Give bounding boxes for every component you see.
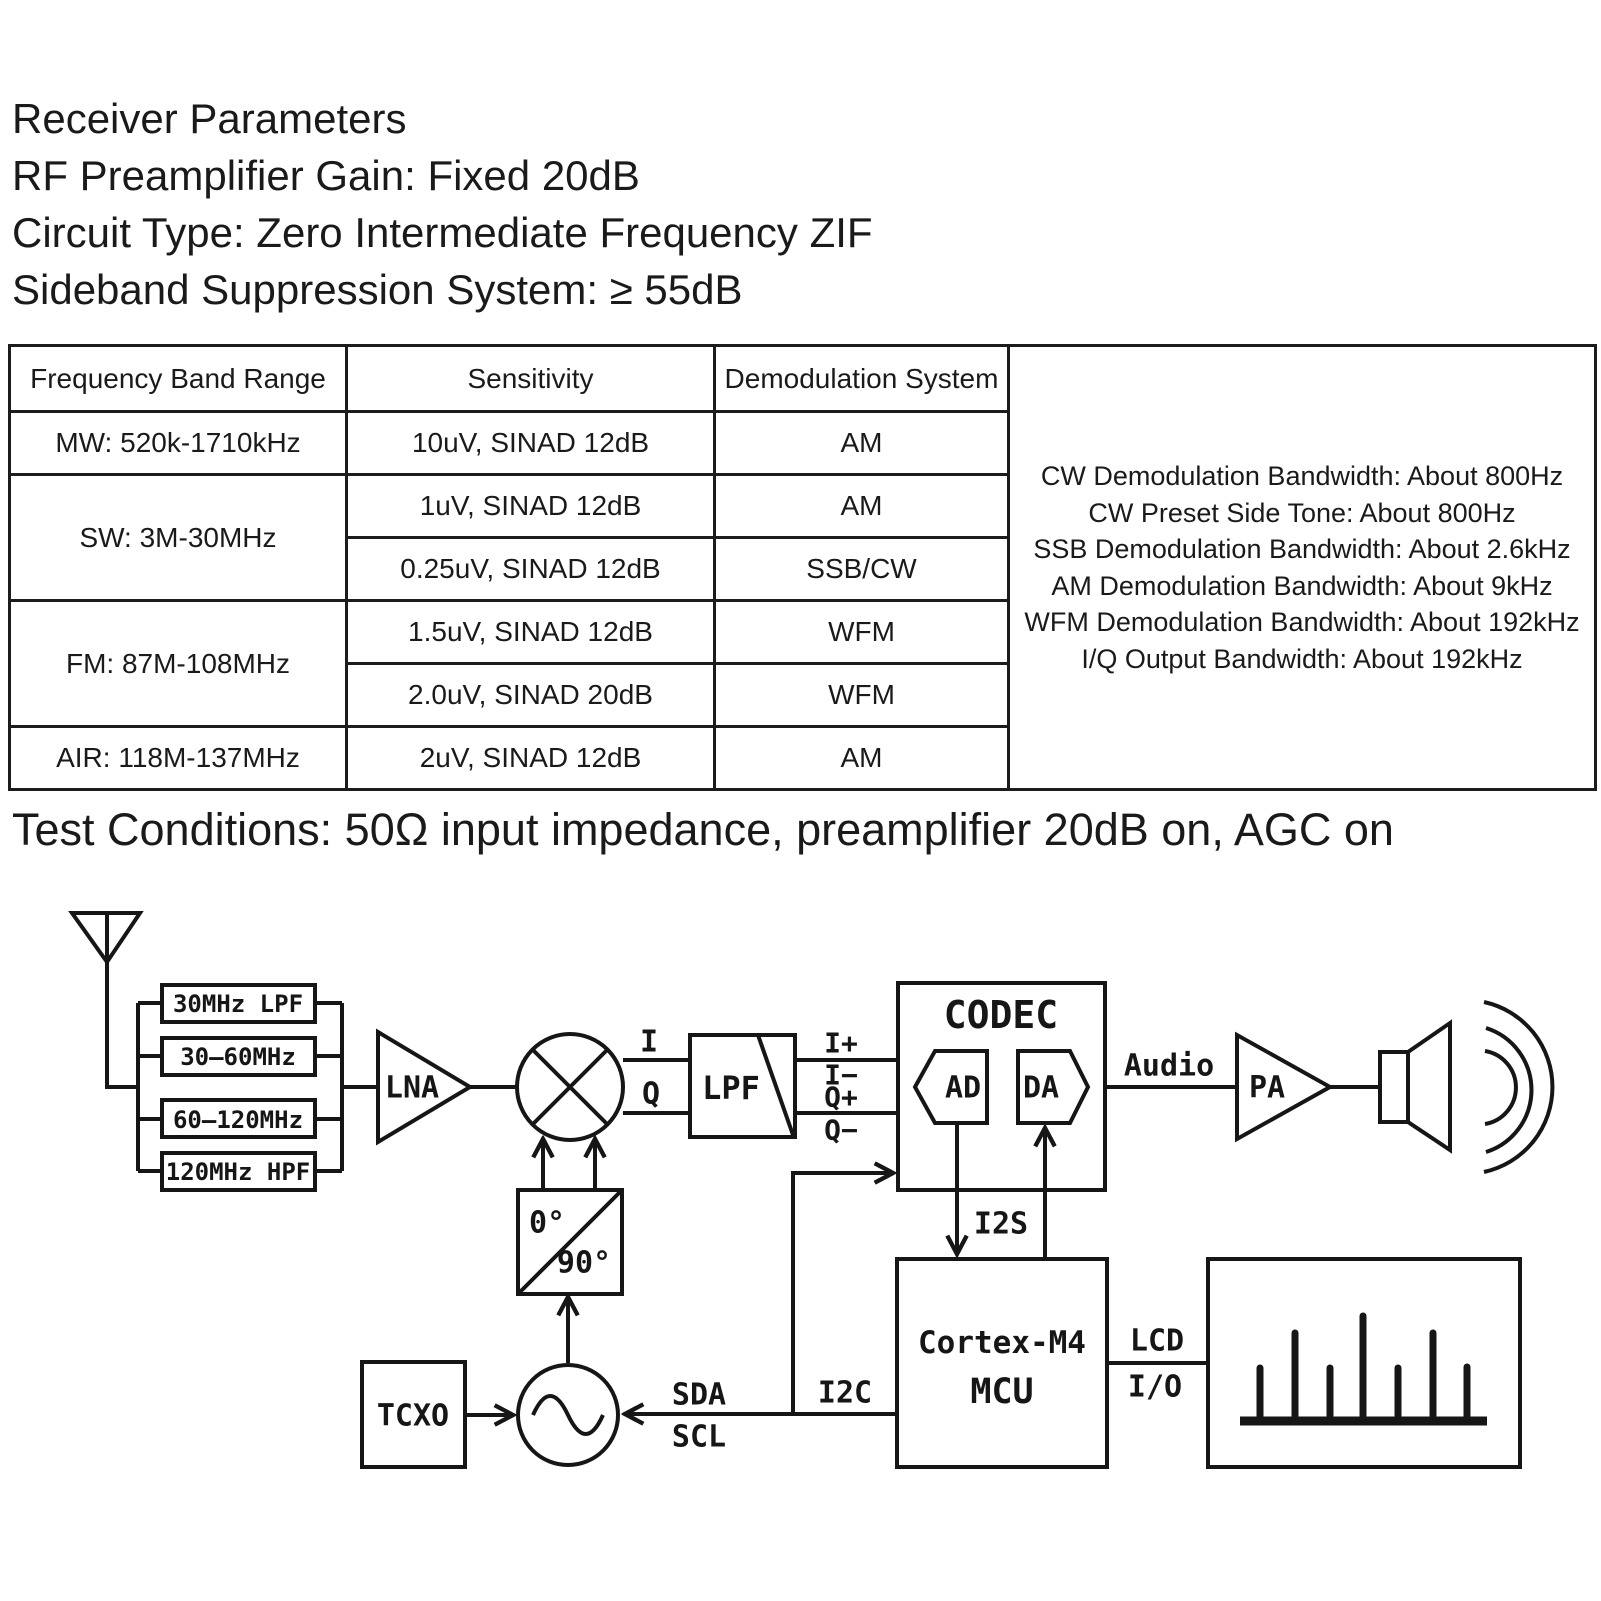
table-row-sw-1: SW: 3M-30MHz 1uV, SINAD 12dB AM (8, 473, 1596, 602)
lna-label: LNA (385, 1071, 439, 1106)
cell-sens-mw: 10uV, SINAD 12dB (345, 410, 716, 476)
lcd-display-block (1206, 1257, 1522, 1469)
i2c-bus-lines: SDA SCL I2C (626, 1173, 897, 1455)
cell-band-sw: SW: 3M-30MHz (8, 473, 348, 602)
ad-label: AD (945, 1071, 981, 1106)
iq-lines: I Q (623, 1025, 690, 1115)
q-plus-label: Q+ (824, 1081, 858, 1114)
q-minus-label: Q− (824, 1114, 858, 1147)
receiver-parameters-heading-block: Receiver Parameters RF Preamplifier Gain… (12, 90, 873, 318)
mixer-icon (515, 1032, 625, 1142)
note-cw-demod: CW Demodulation Bandwidth: About 800Hz (1040, 461, 1564, 491)
antenna-icon (68, 911, 144, 1089)
codec-block: CODEC AD DA (896, 981, 1107, 1192)
cell-sens-air: 2uV, SINAD 12dB (345, 725, 716, 791)
i-plus-label: I+ (824, 1027, 858, 1060)
lpf-label: LPF (702, 1069, 760, 1107)
da-label: DA (1023, 1071, 1059, 1106)
lcd-label: LCD (1130, 1324, 1184, 1359)
note-wfm-demod: WFM Demodulation Bandwidth: About 192kHz (1024, 607, 1580, 637)
cell-sens-sw-2: 0.25uV, SINAD 12dB (345, 536, 716, 602)
cell-band-air: AIR: 118M-137MHz (8, 725, 348, 791)
table-row-mw: MW: 520k-1710kHz 10uV, SINAD 12dB AM (8, 410, 1596, 476)
table-row-fm-1: FM: 87M-108MHz 1.5uV, SINAD 12dB WFM (8, 599, 1596, 728)
audio-label: Audio (1124, 1049, 1214, 1084)
phase-shifter-block: 0° 90° (516, 1140, 624, 1296)
q-signal-label: Q (642, 1077, 660, 1112)
filter-30mhz-lpf-label: 30MHz LPF (173, 990, 303, 1018)
lna-amplifier-symbol: LNA (376, 1028, 517, 1146)
pa-label: PA (1249, 1071, 1285, 1106)
table-row-air: AIR: 118M-137MHz 2uV, SINAD 12dB AM (8, 725, 1596, 791)
cell-demod-sw-2: SSB/CW (713, 536, 1010, 602)
th-demodulation-system: Demodulation System (713, 344, 1010, 413)
cell-demod-sw-1: AM (713, 473, 1010, 539)
cell-demod-mw: AM (713, 410, 1010, 476)
phase-0-label: 0° (529, 1206, 565, 1241)
pa-amplifier-symbol (1235, 1031, 1335, 1143)
spectrum-icon (1240, 1312, 1487, 1426)
th-frequency-band-range: Frequency Band Range (8, 344, 348, 413)
i-signal-label: I (640, 1025, 658, 1060)
heading-line-title: Receiver Parameters (12, 95, 407, 142)
mcu-cortex-label: Cortex-M4 (918, 1325, 1086, 1361)
tcxo-block: TCXO (360, 1360, 512, 1469)
filter-30-60mhz-label: 30–60MHz (180, 1043, 296, 1071)
i-minus-label: I− (824, 1059, 858, 1092)
cell-sens-fm-1: 1.5uV, SINAD 12dB (345, 599, 716, 665)
da-converter-symbol (1016, 1049, 1091, 1125)
mcu-label: MCU (970, 1372, 1033, 1412)
cell-demod-fm-2: WFM (713, 662, 1010, 728)
table-row-sw-2: 0.25uV, SINAD 12dB SSB/CW (10, 536, 1596, 602)
filter-120mhz-hpf-label: 120MHz HPF (166, 1158, 311, 1186)
note-cw-sidetone: CW Preset Side Tone: About 800Hz (1088, 497, 1516, 528)
lcd-io-label: I/O (1128, 1370, 1182, 1405)
cell-band-fm: FM: 87M-108MHz (8, 599, 348, 728)
sda-label: SDA (672, 1378, 726, 1413)
scl-label: SCL (672, 1420, 726, 1455)
note-iq-output: I/Q Output Bandwidth: About 192kHz (1081, 643, 1523, 674)
cell-demod-air: AM (713, 725, 1010, 791)
note-ssb-demod: SSB Demodulation Bandwidth: About 2.6kHz (1033, 534, 1571, 564)
bandwidth-notes-cell: CW Demodulation Bandwidth: About 800Hz C… (1007, 344, 1597, 791)
i2s-label: I2S (974, 1207, 1028, 1242)
filter-bank: 30MHz LPF 30–60MHz 60–120MHz 120MHz HPF (136, 983, 378, 1192)
ad-converter-symbol (912, 1049, 989, 1125)
phase-90-label: 90° (557, 1246, 611, 1281)
codec-label: CODEC (944, 993, 1058, 1037)
audio-path: Audio PA (1105, 1000, 1555, 1174)
note-am-demod: AM Demodulation Bandwidth: About 9kHz (1051, 570, 1553, 601)
test-conditions-text: Test Conditions: 50Ω input impedance, pr… (12, 804, 1394, 855)
speaker-icon (1378, 1019, 1452, 1154)
oscillator-icon (516, 1298, 620, 1467)
iq-differential-lines: I+ I− Q+ Q− (795, 1027, 898, 1147)
sound-waves-icon (1483, 1000, 1555, 1174)
cell-sens-fm-2: 2.0uV, SINAD 20dB (345, 662, 716, 728)
heading-line-sideband: Sideband Suppression System: ≥ 55dB (12, 266, 743, 313)
lpf-block: LPF (688, 1033, 797, 1139)
heading-line-preamp-gain: RF Preamplifier Gain: Fixed 20dB (12, 152, 640, 199)
th-sensitivity: Sensitivity (345, 344, 716, 413)
cell-sens-sw-1: 1uV, SINAD 12dB (345, 473, 716, 539)
mcu-block: Cortex-M4 MCU (895, 1257, 1109, 1469)
lcd-connection: LCD I/O (1107, 1324, 1208, 1405)
heading-line-circuit-type: Circuit Type: Zero Intermediate Frequenc… (12, 209, 873, 256)
i2c-label: I2C (818, 1376, 872, 1411)
filter-60-120mhz-label: 60–120MHz (173, 1106, 303, 1134)
i2s-lines: I2S (957, 1123, 1045, 1259)
spec-table: Frequency Band Range Sensitivity Demodul… (8, 344, 1597, 791)
table-row-fm-2: 2.0uV, SINAD 20dB WFM (10, 662, 1596, 728)
cell-demod-fm-1: WFM (713, 599, 1010, 665)
tcxo-label: TCXO (377, 1399, 449, 1434)
cell-band-mw: MW: 520k-1710kHz (8, 410, 348, 476)
